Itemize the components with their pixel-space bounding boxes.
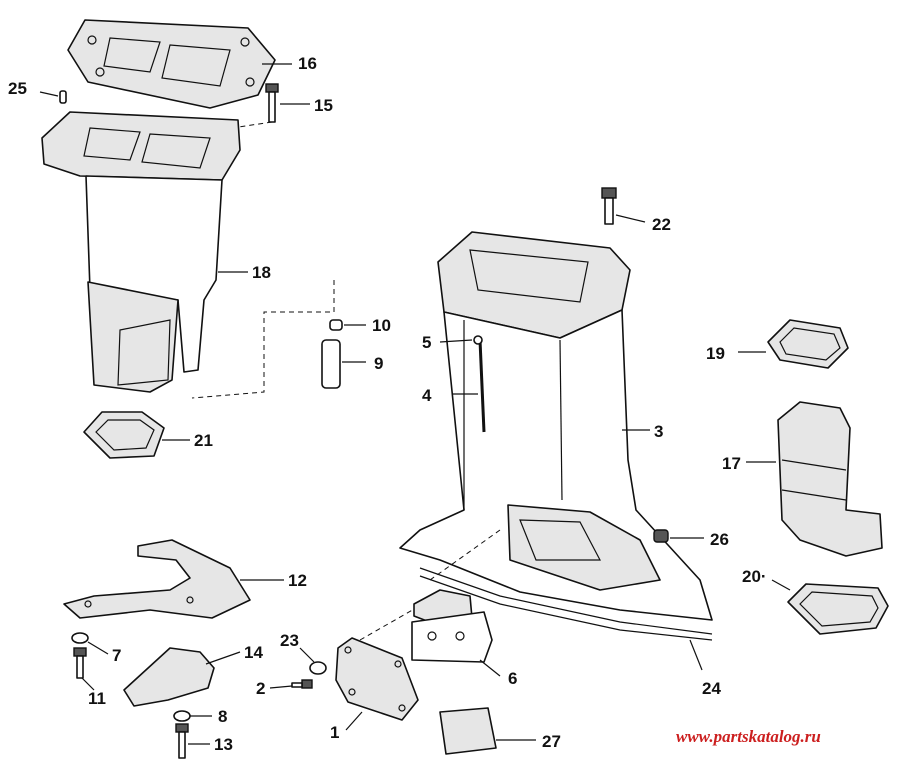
part-18-exhaust-housing [41,111,241,393]
callout-13: 13 [214,735,233,754]
callout-12: 12 [288,571,307,590]
part-16-gasket [67,19,276,109]
callout-19: 19 [706,344,725,363]
callout-25: 25 [8,79,27,98]
part-11-bolt [73,647,87,679]
callout-18: 18 [252,263,271,282]
callout-15: 15 [314,96,333,115]
callout-3: 3 [654,422,663,441]
callout-5: 5 [422,333,431,352]
part-5-pin [473,335,483,345]
part-17-exhaust-seal [777,401,883,557]
part-8-washer [173,710,191,722]
callout-20: 20· [742,567,767,586]
part-14-anode [123,647,215,707]
callout-22: 22 [652,215,671,234]
part-7-washer [71,632,89,644]
part-2-screw [291,679,313,689]
callout-7: 7 [112,646,121,665]
callout-16: 16 [298,54,317,73]
part-9-water-tube [321,339,341,389]
part-25-pin [59,90,67,104]
callout-10: 10 [372,316,391,335]
part-6-block [411,589,493,663]
callout-14: 14 [244,643,263,662]
part-22-bolt [601,187,617,225]
callout-9: 9 [374,354,383,373]
callout-23: 23 [280,631,299,650]
callout-17: 17 [722,454,741,473]
part-13-bolt [175,723,189,759]
callout-6: 6 [508,669,517,688]
callout-21: 21 [194,431,213,450]
part-27-decal [439,707,497,755]
callout-26: 26 [710,530,729,549]
callout-2: 2 [256,679,265,698]
part-4-rod [478,339,486,433]
part-10-grommet [329,319,343,331]
callout-8: 8 [218,707,227,726]
part-24-strip [419,567,713,635]
part-19-gasket [767,319,849,369]
watermark-text: www.partskatalog.ru [676,727,821,746]
part-23-washer [309,661,327,675]
callout-4: 4 [422,386,432,405]
callout-27: 27 [542,732,561,751]
callout-11: 11 [88,689,106,708]
part-15-bolt [265,83,279,123]
part-12-plate [63,539,251,619]
part-26-plug [653,529,669,543]
part-1-cover [335,637,419,721]
callout-24: 24 [702,679,721,698]
callout-1: 1 [330,723,339,742]
part-20-gasket [787,583,889,635]
part-3-driveshaft-housing [399,231,713,621]
